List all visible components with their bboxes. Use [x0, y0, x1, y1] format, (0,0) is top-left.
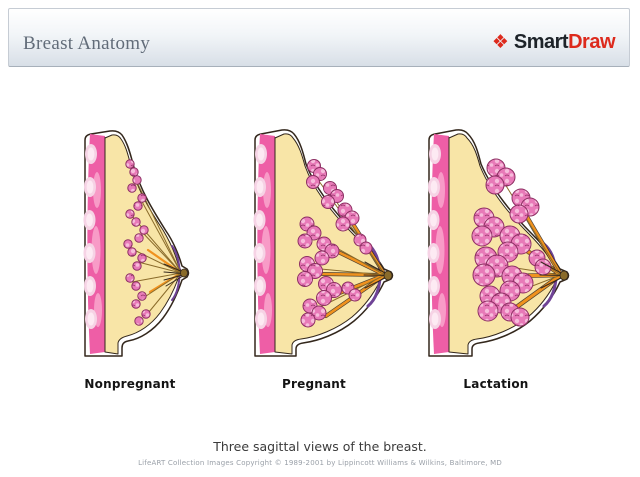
breast-illustration-nonpregnant — [83, 130, 190, 357]
copyright-notice: LifeART Collection Images Copyright © 19… — [138, 459, 502, 467]
nipple — [163, 263, 188, 287]
smartdraw-logo: ❖ Smart Draw — [491, 21, 616, 54]
figure-caption: Three sagittal views of the breast. — [213, 439, 427, 454]
header-bar: Breast Anatomy ❖ Smart Draw — [8, 8, 630, 67]
breast-illustration-pregnant — [253, 129, 394, 357]
gland-lobules — [123, 159, 151, 326]
figure-label-pregnant: Pregnant — [282, 377, 346, 391]
figure-label-lactation: Lactation — [463, 377, 529, 391]
milk-ducts — [129, 175, 182, 319]
breast-illustration-lactation — [427, 129, 570, 357]
nipple — [539, 261, 569, 289]
rib-column — [253, 144, 267, 329]
logo-text-draw: Draw — [568, 31, 615, 53]
smartdraw-diamond-icon: ❖ — [491, 31, 509, 53]
gland-lobules — [471, 158, 552, 327]
rib-column — [427, 144, 441, 329]
figure-label-nonpregnant: Nonpregnant — [84, 377, 176, 391]
page-title: Breast Anatomy — [23, 32, 151, 54]
rib-column — [83, 144, 97, 329]
logo-text-smart: Smart — [513, 31, 569, 53]
nipple — [363, 261, 393, 289]
gland-lobules — [297, 159, 373, 328]
